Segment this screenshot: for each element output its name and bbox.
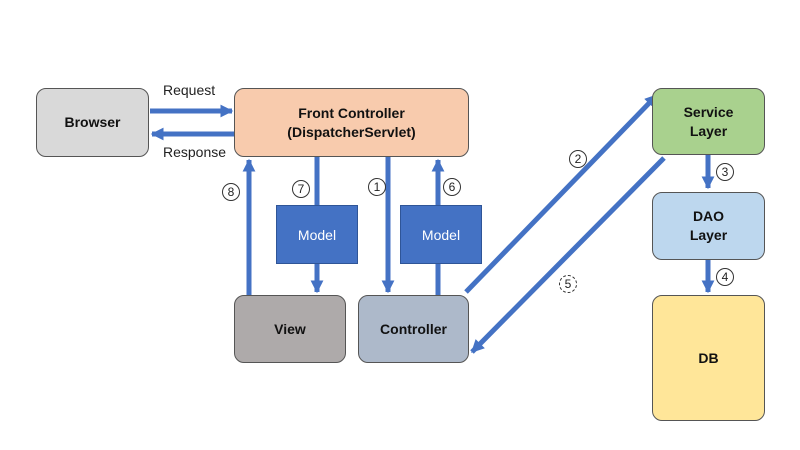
service-label-line1: Service	[683, 103, 734, 120]
front-controller-label: Front Controller	[298, 104, 405, 121]
step-marker-2: 2	[569, 150, 587, 168]
step-2-arrow	[464, 93, 659, 294]
browser-node: Browser	[36, 88, 149, 157]
dao-label-line2: Layer	[689, 227, 728, 243]
db-node: DB	[652, 295, 765, 421]
step-marker-6: 6	[443, 178, 461, 196]
service-label-line2: Layer	[689, 122, 728, 139]
browser-label: Browser	[64, 114, 121, 130]
service-layer-node: Service Layer	[652, 88, 765, 155]
front-controller-sublabel: (DispatcherServlet)	[287, 123, 416, 140]
step-marker-1: 1	[368, 178, 386, 196]
model-right-label: Model	[421, 226, 461, 243]
response-label: Response	[163, 144, 227, 160]
controller-label: Controller	[380, 320, 447, 337]
db-label: DB	[698, 349, 719, 366]
dao-layer-node: DAO Layer	[652, 192, 765, 260]
step-marker-5: 5	[559, 275, 577, 293]
controller-node: Controller	[358, 295, 469, 363]
front-controller-node: Front Controller (DispatcherServlet)	[234, 88, 469, 157]
model-right-box: Model	[400, 205, 482, 264]
step-marker-8: 8	[222, 183, 240, 201]
view-label: View	[274, 320, 306, 337]
request-label: Request	[163, 82, 216, 98]
step-marker-3: 3	[716, 163, 734, 181]
step-marker-7: 7	[292, 180, 310, 198]
model-left-label: Model	[297, 226, 337, 243]
model-left-box: Model	[276, 205, 358, 264]
dao-label-line1: DAO	[692, 208, 725, 224]
view-node: View	[234, 295, 346, 363]
step-5-arrow	[470, 156, 666, 354]
step-marker-4: 4	[716, 268, 734, 286]
